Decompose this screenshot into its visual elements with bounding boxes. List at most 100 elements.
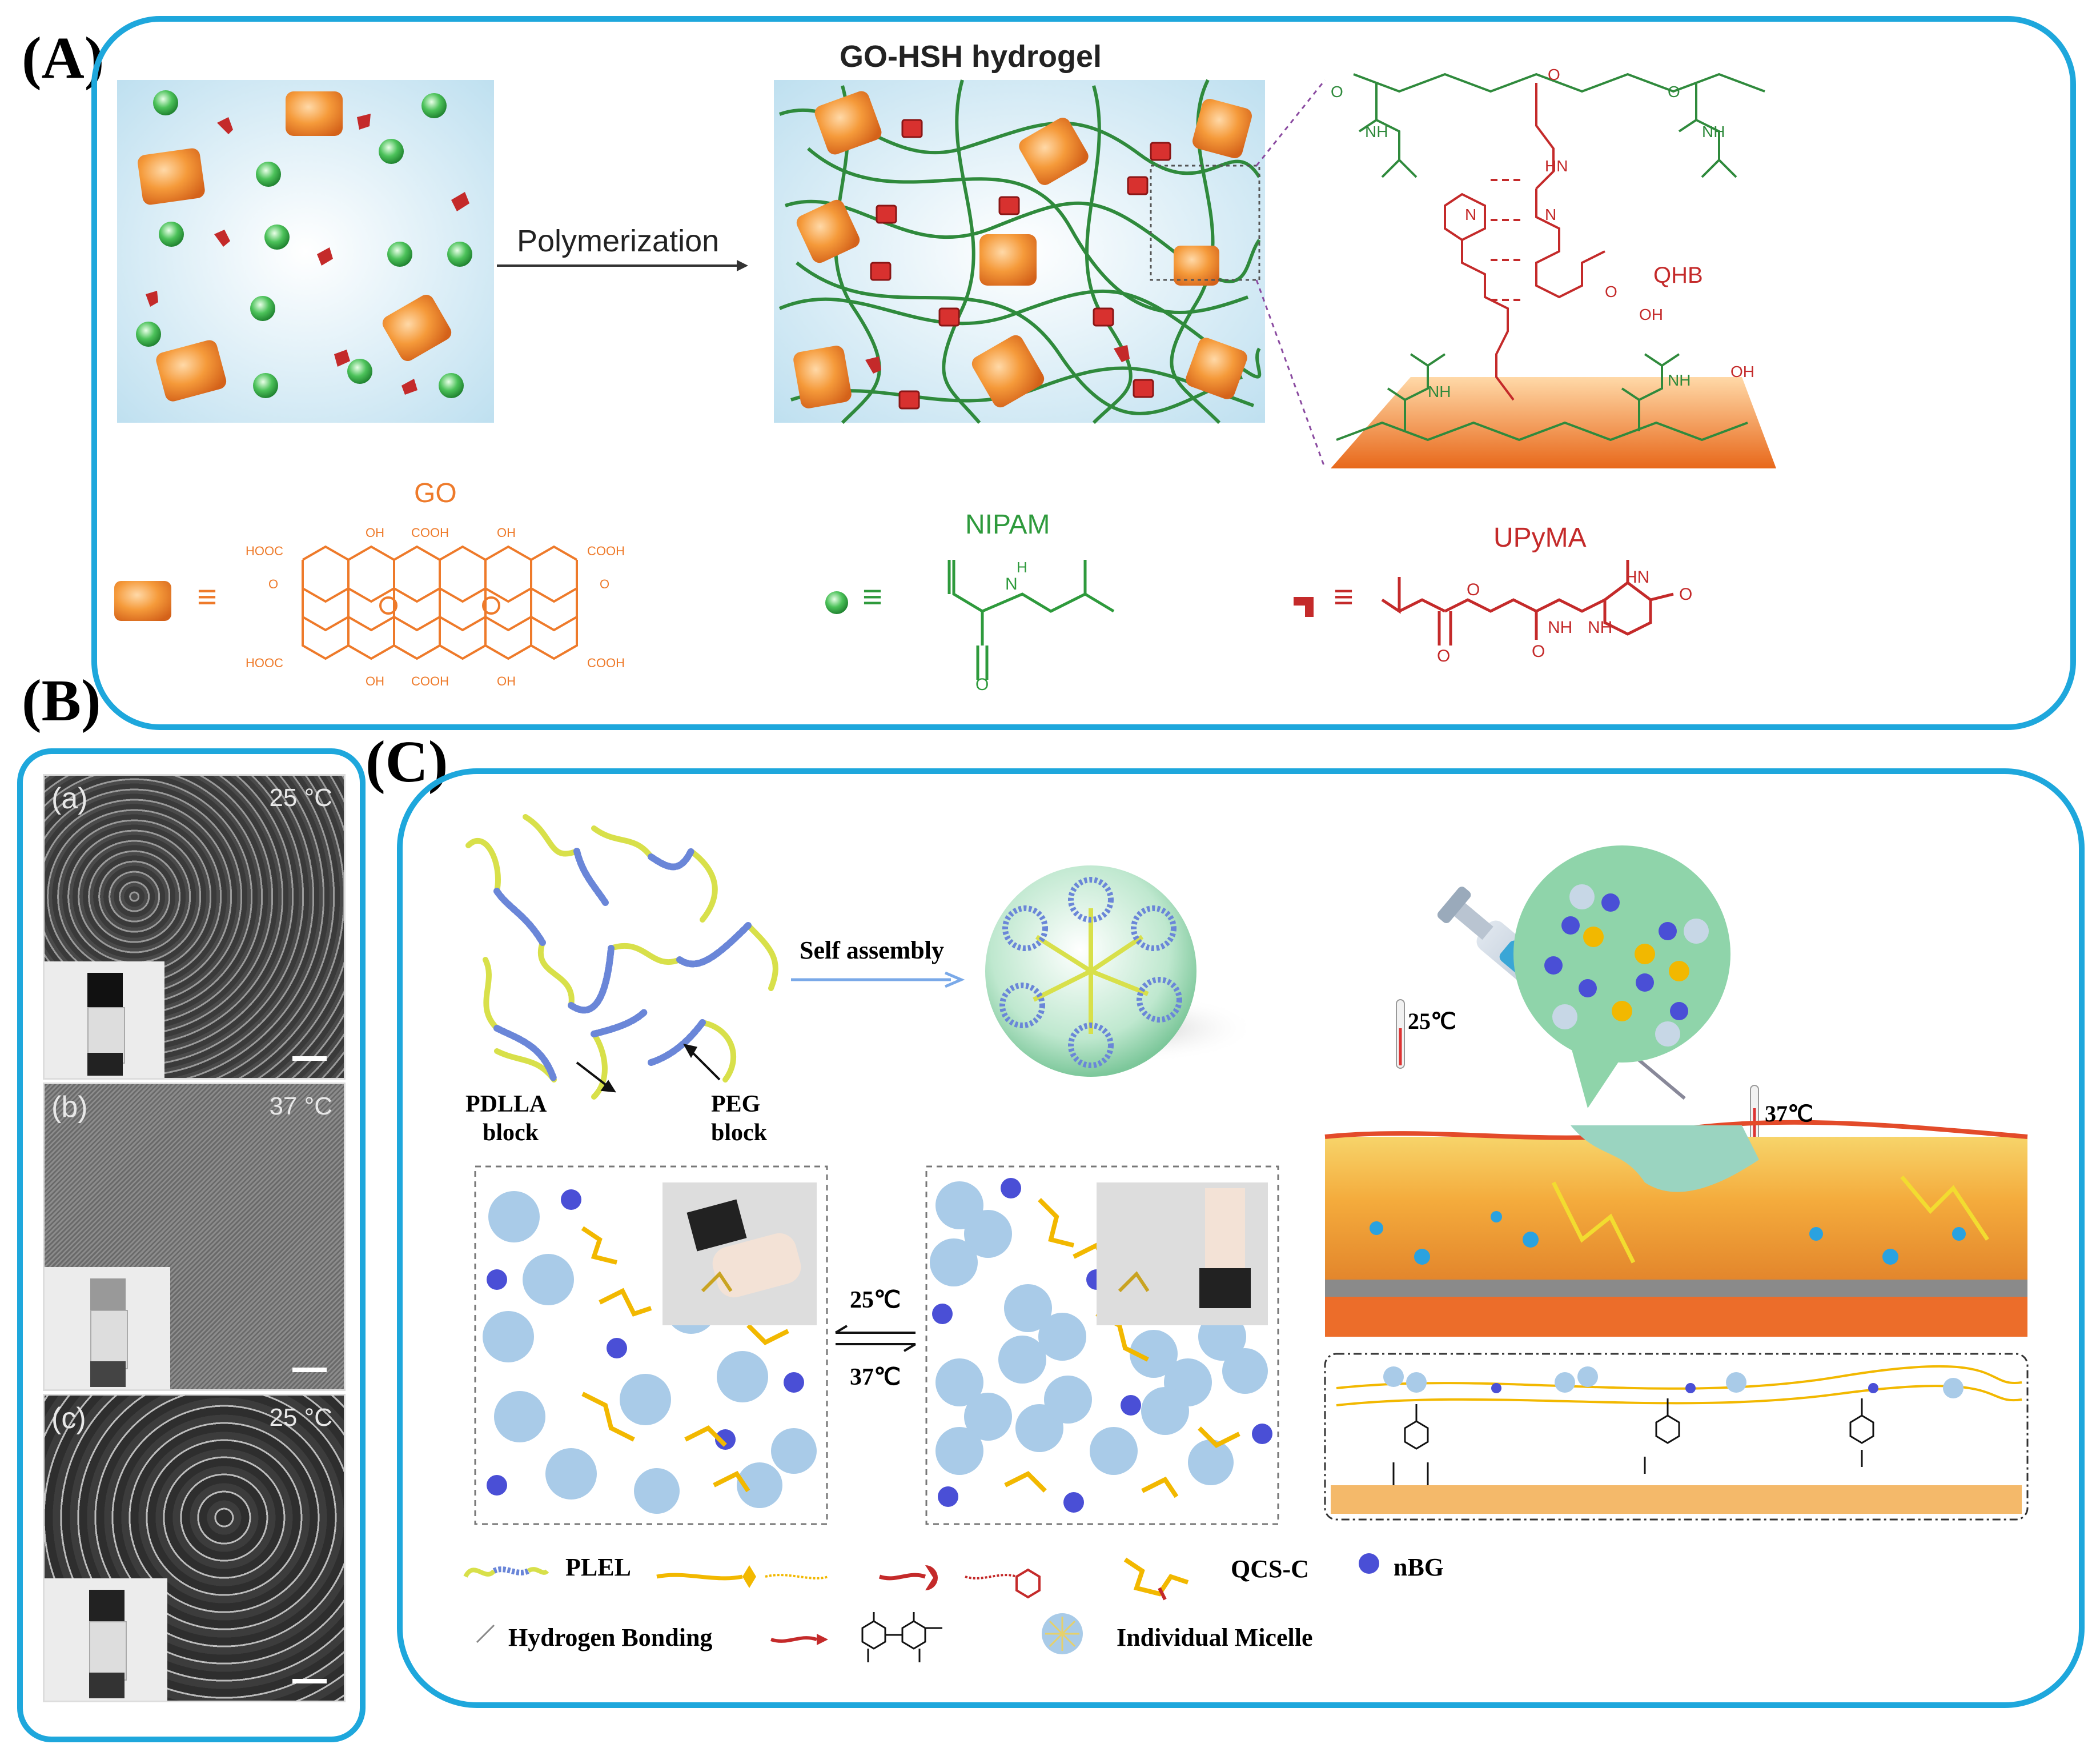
go-legend-glyph bbox=[114, 581, 171, 621]
o-label-4: O bbox=[1605, 283, 1617, 300]
qhb-zoom-structure: NH O NH O O HN N N O NH NH OH OH bbox=[1331, 66, 1776, 468]
hydrogel-title: GO-HSH hydrogel bbox=[840, 39, 1102, 74]
upyma-free bbox=[865, 356, 881, 374]
sem-a-temperature: 25 °C bbox=[269, 784, 332, 812]
legend-nbg-label: nBG bbox=[1394, 1553, 1444, 1581]
scale-bar-c bbox=[292, 1679, 327, 1683]
sem-c-temperature: 25 °C bbox=[269, 1404, 332, 1432]
upyma-name: UPyMA bbox=[1493, 523, 1587, 553]
gel-state-box bbox=[925, 1165, 1279, 1525]
oh-go-4: OH bbox=[497, 674, 516, 688]
upyma-o-ring: O bbox=[1679, 585, 1692, 604]
vial-photo-a bbox=[45, 961, 164, 1078]
sem-image-b: (b) 37 °C bbox=[43, 1083, 346, 1391]
upyma-free-2 bbox=[1114, 345, 1130, 362]
upyma-structure: O O O NH NH HN O bbox=[1381, 560, 1692, 665]
thermometer-25 bbox=[1396, 999, 1405, 1069]
legend-qcsc-label: QCS-C bbox=[1231, 1555, 1309, 1583]
nipam-structure: N H O bbox=[947, 559, 1115, 694]
panel-b-frame bbox=[17, 748, 366, 1742]
go-name: GO bbox=[414, 478, 457, 508]
o-go-2: O bbox=[600, 577, 609, 591]
injection-scene bbox=[1324, 845, 2029, 1521]
tissue-adhesion-box bbox=[1324, 1353, 2029, 1521]
plel-copolymer-chains bbox=[465, 814, 778, 1100]
sol-state-box bbox=[474, 1165, 828, 1525]
o-label-1: O bbox=[1331, 83, 1343, 101]
skin-temperature: 37℃ bbox=[1765, 1101, 1813, 1126]
nipam-nh: N bbox=[1005, 575, 1018, 594]
self-assembly-arrow bbox=[791, 971, 965, 988]
go-equiv: ≡ bbox=[197, 578, 218, 616]
oh-label-2: OH bbox=[1730, 363, 1754, 380]
n-label-2: N bbox=[1545, 206, 1556, 223]
nh-label-2: NH bbox=[1702, 123, 1725, 141]
self-assembly-label: Self assembly bbox=[800, 936, 944, 964]
cooh-mid-top: COOH bbox=[411, 526, 449, 540]
panel-label-a: (A) bbox=[22, 25, 105, 91]
go-sheets bbox=[138, 91, 452, 402]
upyma-nh-1: NH bbox=[1548, 618, 1572, 637]
oh-go-2: OH bbox=[497, 526, 516, 540]
pdlla-block-label-2: block bbox=[483, 1120, 539, 1146]
panel-c-frame bbox=[397, 768, 2085, 1708]
upyma-o-ester: O bbox=[1467, 580, 1480, 599]
sem-image-a: (a) 25 °C bbox=[43, 774, 346, 1080]
legend-plel-glyph bbox=[463, 1566, 549, 1578]
switch-temp-37: 37℃ bbox=[850, 1364, 901, 1390]
vial-photo-b bbox=[45, 1267, 170, 1389]
cooh-top: COOH bbox=[587, 544, 625, 558]
legend-nbg-glyph bbox=[1359, 1553, 1379, 1574]
upyma-nh-2: NH bbox=[1588, 618, 1612, 637]
panel-a-frame bbox=[91, 16, 2076, 730]
hooc-bottom: HOOC bbox=[246, 656, 283, 670]
nh-label-1: NH bbox=[1365, 123, 1388, 141]
vial-photo-c bbox=[45, 1578, 167, 1701]
legend-plel-label: PLEL bbox=[565, 1553, 631, 1581]
sem-b-tag: (b) bbox=[51, 1091, 88, 1124]
hooc-top: HOOC bbox=[246, 544, 283, 558]
oh-go-3: OH bbox=[366, 674, 384, 688]
upyma-legend-glyph bbox=[1294, 597, 1314, 617]
nipam-equiv: ≡ bbox=[862, 578, 883, 616]
go-sheet-surface bbox=[1331, 377, 1776, 468]
nh-label-4: NH bbox=[1668, 371, 1691, 389]
legend-hbond-label: Hydrogen Bonding bbox=[508, 1623, 713, 1651]
upyma-hn: HN bbox=[1625, 568, 1649, 587]
micelle-sphere bbox=[985, 865, 1256, 1077]
go-hsh-hydrogel-network bbox=[774, 79, 1265, 424]
pdlla-block-label-1: PDLLA bbox=[465, 1091, 547, 1117]
zoom-region bbox=[1150, 165, 1260, 281]
legend-catechol-dimer bbox=[770, 1612, 942, 1662]
reversible-arrows bbox=[834, 1325, 917, 1352]
nipam-h: H bbox=[1017, 559, 1027, 576]
go-crosslinkers bbox=[793, 91, 1252, 408]
legend-hbond-glyph bbox=[476, 1624, 495, 1643]
peg-block-label-1: PEG bbox=[711, 1091, 761, 1117]
skin-tissue bbox=[1324, 1120, 2028, 1337]
cooh-bottom: COOH bbox=[587, 656, 625, 670]
sem-b-temperature: 37 °C bbox=[269, 1092, 332, 1120]
cooh-mid-bottom: COOH bbox=[411, 674, 449, 688]
sem-c-tag: (c) bbox=[51, 1402, 86, 1435]
sol-micelles bbox=[483, 1191, 817, 1514]
upyma-equiv: ≡ bbox=[1334, 578, 1354, 616]
monomer-mixture bbox=[117, 80, 494, 423]
nipam-name: NIPAM bbox=[965, 510, 1050, 540]
nipam-monomers bbox=[136, 90, 472, 398]
upy-dimers bbox=[870, 119, 1171, 410]
switch-temp-25: 25℃ bbox=[850, 1287, 901, 1313]
sem-image-c: (c) 25 °C bbox=[43, 1394, 346, 1702]
nipam-legend-glyph bbox=[825, 591, 848, 614]
sol-qcs-chains bbox=[581, 1226, 789, 1493]
go-structure: HOOC COOH HOOC COOH COOH COOH OH OH OH O… bbox=[246, 526, 625, 688]
hn-label-1: HN bbox=[1545, 157, 1568, 175]
oh-go-1: OH bbox=[366, 526, 384, 540]
legend-qcs-components bbox=[656, 1565, 1041, 1599]
polymerization-label: Polymerization bbox=[517, 224, 720, 258]
gel-magnified-bubble bbox=[1513, 845, 1730, 1108]
o-label-2: O bbox=[1668, 83, 1680, 101]
oh-label-1: OH bbox=[1639, 306, 1663, 323]
o-go-1: O bbox=[268, 577, 278, 591]
o-label-3: O bbox=[1548, 66, 1560, 83]
